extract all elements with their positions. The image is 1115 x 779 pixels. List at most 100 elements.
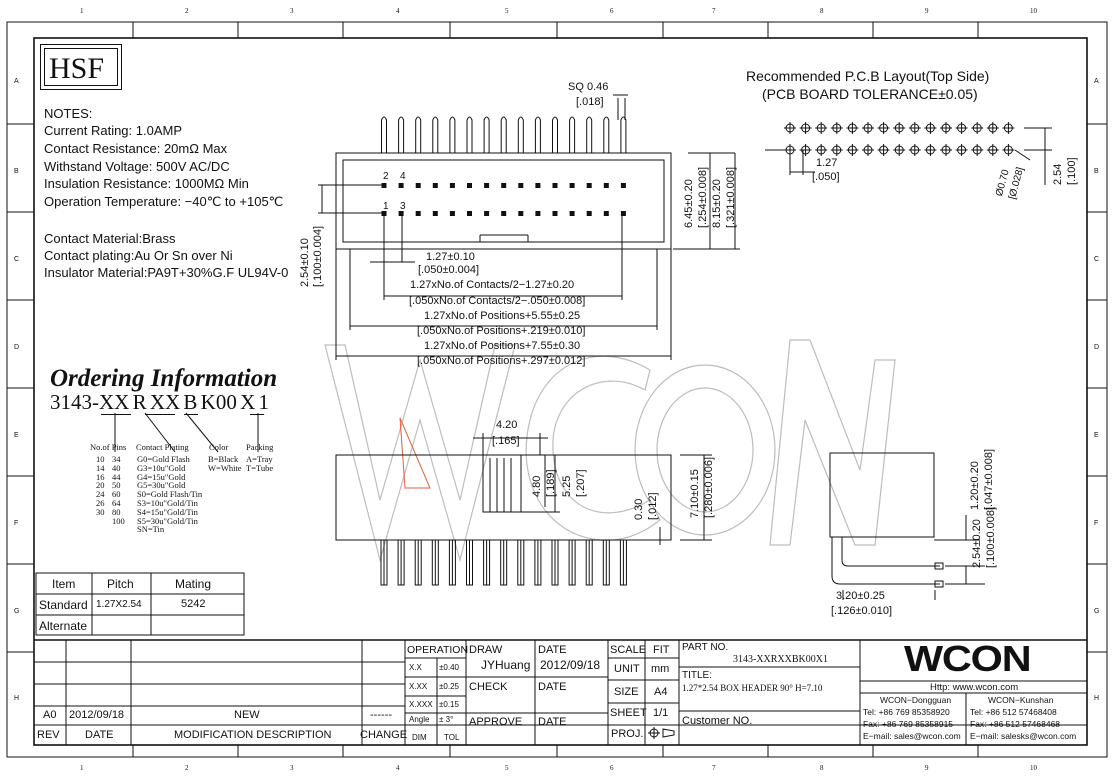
pcb-title: Recommended P.C.B Layout(Top Side) [746, 68, 990, 84]
pin-square [398, 211, 404, 216]
border-row-label: C [14, 256, 20, 263]
pin-square [449, 183, 455, 188]
dim-label: 1.27±0.10 [426, 251, 475, 263]
packing-option: A=Tray [246, 454, 273, 464]
pin-square [432, 211, 438, 216]
date-head: DATE [85, 729, 114, 741]
kunshan-fax: Fax: +86 512 57468468 [970, 719, 1061, 729]
pin-count-option: 64 [112, 498, 121, 508]
border-row-label: E [14, 432, 19, 439]
drawer-name: JYHuang [481, 658, 531, 672]
border-row-label: D [1094, 344, 1100, 351]
pin-count-option: 40 [112, 462, 121, 473]
top-pin [381, 116, 387, 153]
dim-label-vertical: 0.30 [633, 498, 645, 520]
tol-key: X.XXX [409, 700, 433, 709]
dongguan-mail: E−mail: sales@wcon.com [863, 731, 961, 741]
pin-count-option: 100 [112, 515, 125, 526]
ordering-underline [145, 414, 175, 415]
border-row-label: A [1094, 78, 1099, 85]
hsf-logo-text: HSF [49, 52, 105, 85]
pitch-header: Mating [175, 577, 212, 591]
pins-label: No.of Pins [90, 442, 127, 452]
kunshan-tel: Tel: +86 512 57468408 [970, 707, 1057, 717]
pitch-header: Pitch [107, 577, 134, 591]
border-col-label: 9 [925, 7, 929, 15]
pin-square [518, 183, 524, 188]
pin-square [586, 183, 592, 188]
ordering-leaders [114, 412, 259, 453]
plating-option: G3=10u"Gold [137, 462, 186, 473]
border-row-label: A [14, 78, 19, 85]
border-col-label: 3 [290, 7, 294, 15]
dim-label: [.050xNo.of Positions+.297±0.012] [417, 355, 586, 367]
dim-label-vertical: [.012] [647, 492, 659, 520]
note-line: Contact Resistance: 20mΩ Max [44, 141, 228, 156]
pin-count-option: 16 [96, 471, 105, 482]
kunshan-name: WCON−Kunshan [988, 695, 1054, 705]
pin-number: 4 [400, 171, 406, 182]
check-label: CHECK [469, 681, 508, 693]
pin-square [398, 183, 404, 188]
top-pin [449, 116, 456, 153]
dim-label: [.126±0.010] [831, 605, 893, 617]
pin-count-option: 80 [112, 506, 121, 517]
top-pin [500, 116, 507, 153]
rev-date: 2012/09/18 [69, 709, 125, 721]
material-line: Contact Material:Brass [44, 231, 176, 246]
top-pin [483, 116, 490, 153]
pin-number: 2 [383, 171, 389, 182]
tol-head: TOL [444, 733, 460, 742]
date-label: DATE [538, 681, 567, 693]
title-block-grid [34, 640, 1087, 745]
dim-head: DIM [412, 733, 427, 742]
border-col-label: 9 [925, 764, 929, 772]
top-pin [534, 116, 541, 153]
pin-square [484, 211, 490, 216]
plating-option: S3=10u"Gold/Tin [137, 498, 198, 508]
dim-label: 1.27xNo.of Positions+5.55±0.25 [424, 310, 581, 322]
ordering-underline [184, 414, 198, 415]
tol-val: ±0.40 [439, 663, 459, 672]
border-col-label: 3 [290, 764, 294, 772]
rev-head: REV [37, 729, 60, 741]
border-col-label: 10 [1030, 764, 1037, 772]
color-label: Color [209, 442, 229, 452]
part-no-value: 3143-XXRXXBK00X1 [733, 654, 828, 665]
watermark-accent [399, 417, 431, 489]
customer-label: Customer NO. [682, 715, 753, 727]
projection-symbol [648, 727, 675, 739]
pin-square [569, 211, 575, 216]
pin-square [552, 183, 558, 188]
border-col-label: 2 [185, 764, 189, 772]
note-line: Operation Temperature: −40℃ to +105℃ [44, 194, 284, 209]
pin-square [603, 183, 609, 188]
ordering-underline [250, 414, 264, 415]
top-pin [603, 116, 610, 153]
pin-square [449, 211, 455, 216]
pin-number: 1 [383, 201, 389, 212]
plating-option: S5=30u"Gold/Tin [137, 515, 198, 526]
border-col-label: 1 [80, 764, 84, 772]
dongguan-tel: Tel: +86 769 85358920 [863, 707, 950, 717]
front-view [335, 433, 712, 586]
border-col-label: 5 [505, 764, 509, 772]
dim-label: [.050±0.004] [418, 264, 480, 276]
border-row-label: F [14, 520, 19, 527]
hsf-logo: HSF [40, 44, 122, 90]
border-row-label: C [1094, 256, 1100, 263]
pin-count-option: 50 [112, 480, 121, 491]
tol-key: X.XX [409, 682, 428, 691]
tol-val: ±0.25 [439, 682, 459, 691]
color-option: B=Black [208, 454, 239, 464]
pin-square [432, 183, 438, 188]
pitch-cell: 1.27X2.54 [96, 599, 142, 610]
border-row-label: H [14, 695, 20, 702]
pin-square [535, 211, 541, 216]
pcb-dim: 1.27 [816, 157, 838, 169]
pcb-layout [765, 122, 1052, 185]
ordering-title: Ordering Information [50, 365, 278, 392]
title-label: TITLE: [682, 670, 713, 681]
border-row-label: B [14, 168, 19, 175]
